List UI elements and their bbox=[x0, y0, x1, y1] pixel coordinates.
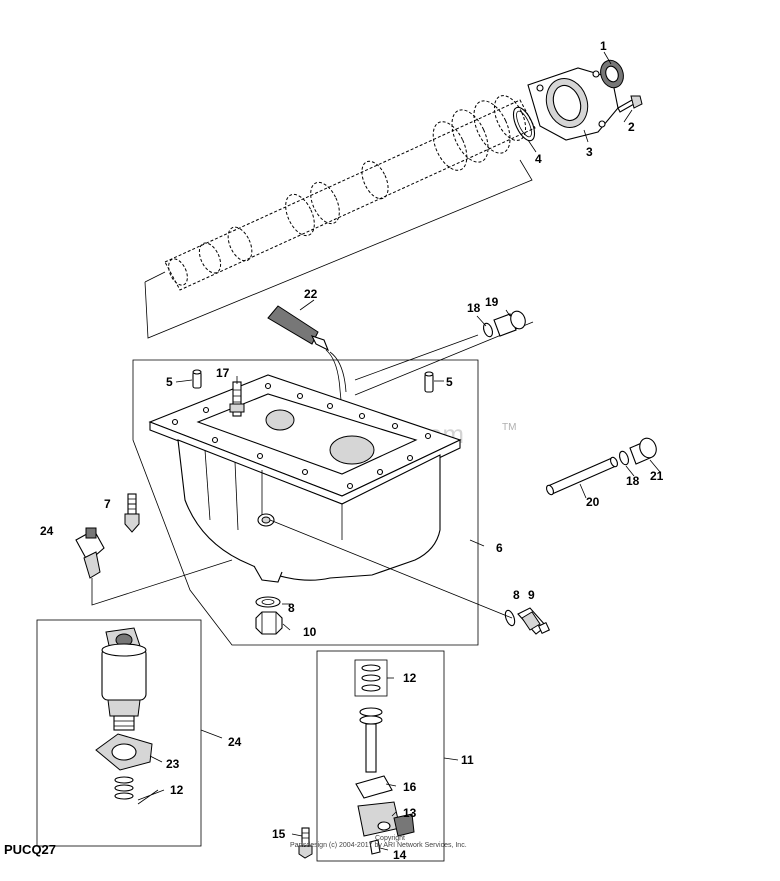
callout-24-inset: 24 bbox=[228, 735, 242, 749]
callout-24-small: 24 bbox=[40, 524, 54, 538]
leader-lines bbox=[128, 51, 661, 851]
seal-1 bbox=[600, 59, 624, 89]
tube-20 bbox=[546, 456, 618, 496]
cap-screw-7 bbox=[124, 493, 140, 533]
cap-screw-15 bbox=[298, 827, 313, 859]
diagram-code: PUCQ27 bbox=[4, 842, 56, 857]
callout-5-right: 5 bbox=[446, 375, 453, 389]
callouts: 1 2 3 4 5 5 6 7 8 8 9 10 11 12 12 13 14 … bbox=[40, 39, 664, 862]
callout-20: 20 bbox=[586, 495, 600, 509]
plug-19 bbox=[493, 310, 526, 337]
plate-23 bbox=[95, 733, 153, 771]
callout-7: 7 bbox=[104, 497, 111, 511]
inset-11-leader bbox=[443, 757, 459, 761]
callout-18-right: 18 bbox=[626, 474, 640, 488]
washer-8-bottom bbox=[255, 596, 281, 608]
callout-9: 9 bbox=[528, 588, 535, 602]
o-rings-12-inset bbox=[114, 776, 165, 805]
callout-11: 11 bbox=[461, 753, 474, 767]
callout-18-top: 18 bbox=[467, 301, 481, 315]
transmission-pan-6 bbox=[148, 374, 462, 583]
callout-6: 6 bbox=[496, 541, 503, 555]
valve-24-small bbox=[75, 527, 233, 606]
callout-3: 3 bbox=[586, 145, 593, 159]
shaft-assembly bbox=[144, 95, 536, 339]
washer-18-right bbox=[618, 450, 630, 466]
inset-valve-11 bbox=[316, 650, 445, 862]
callout-4: 4 bbox=[535, 152, 542, 166]
callout-14: 14 bbox=[393, 848, 407, 862]
sealant-bottle-22 bbox=[267, 305, 347, 431]
callout-19: 19 bbox=[485, 295, 499, 309]
callout-15: 15 bbox=[272, 827, 286, 841]
drain-plug-10 bbox=[255, 611, 283, 635]
callout-2: 2 bbox=[628, 120, 635, 134]
inset-24-leader bbox=[200, 729, 223, 739]
dowel-5-left bbox=[192, 369, 202, 389]
inset-valve-24 bbox=[36, 619, 202, 847]
washer-8-right bbox=[504, 609, 516, 627]
callout-5-left: 5 bbox=[166, 375, 173, 389]
callout-16: 16 bbox=[403, 780, 417, 794]
callout-21: 21 bbox=[650, 469, 664, 483]
callout-1: 1 bbox=[600, 39, 607, 53]
snap-ring-4 bbox=[512, 106, 536, 142]
callout-17: 17 bbox=[216, 366, 230, 380]
callout-13: 13 bbox=[403, 806, 417, 820]
copyright-text: Partsdesign (c) 2004-2017 by ARI Network… bbox=[290, 842, 467, 849]
cap-screw-2 bbox=[617, 95, 643, 113]
callout-22: 22 bbox=[304, 287, 318, 301]
plug-21 bbox=[629, 437, 657, 465]
callout-8-right: 8 bbox=[513, 588, 520, 602]
callout-23: 23 bbox=[166, 757, 180, 771]
callout-12-valve11: 12 bbox=[403, 671, 417, 685]
washer-18-top bbox=[482, 322, 494, 338]
dowel-5-right bbox=[424, 371, 434, 393]
callout-8-bottom: 8 bbox=[288, 601, 295, 615]
callout-10: 10 bbox=[303, 625, 317, 639]
leader-9 bbox=[269, 519, 513, 619]
copyright-stamp: Copyright bbox=[375, 835, 405, 842]
watermark-tm: TM bbox=[502, 422, 516, 433]
bearing-housing-3 bbox=[527, 67, 619, 141]
callout-12-inset: 12 bbox=[170, 783, 184, 797]
temp-sensor-9 bbox=[517, 607, 551, 635]
